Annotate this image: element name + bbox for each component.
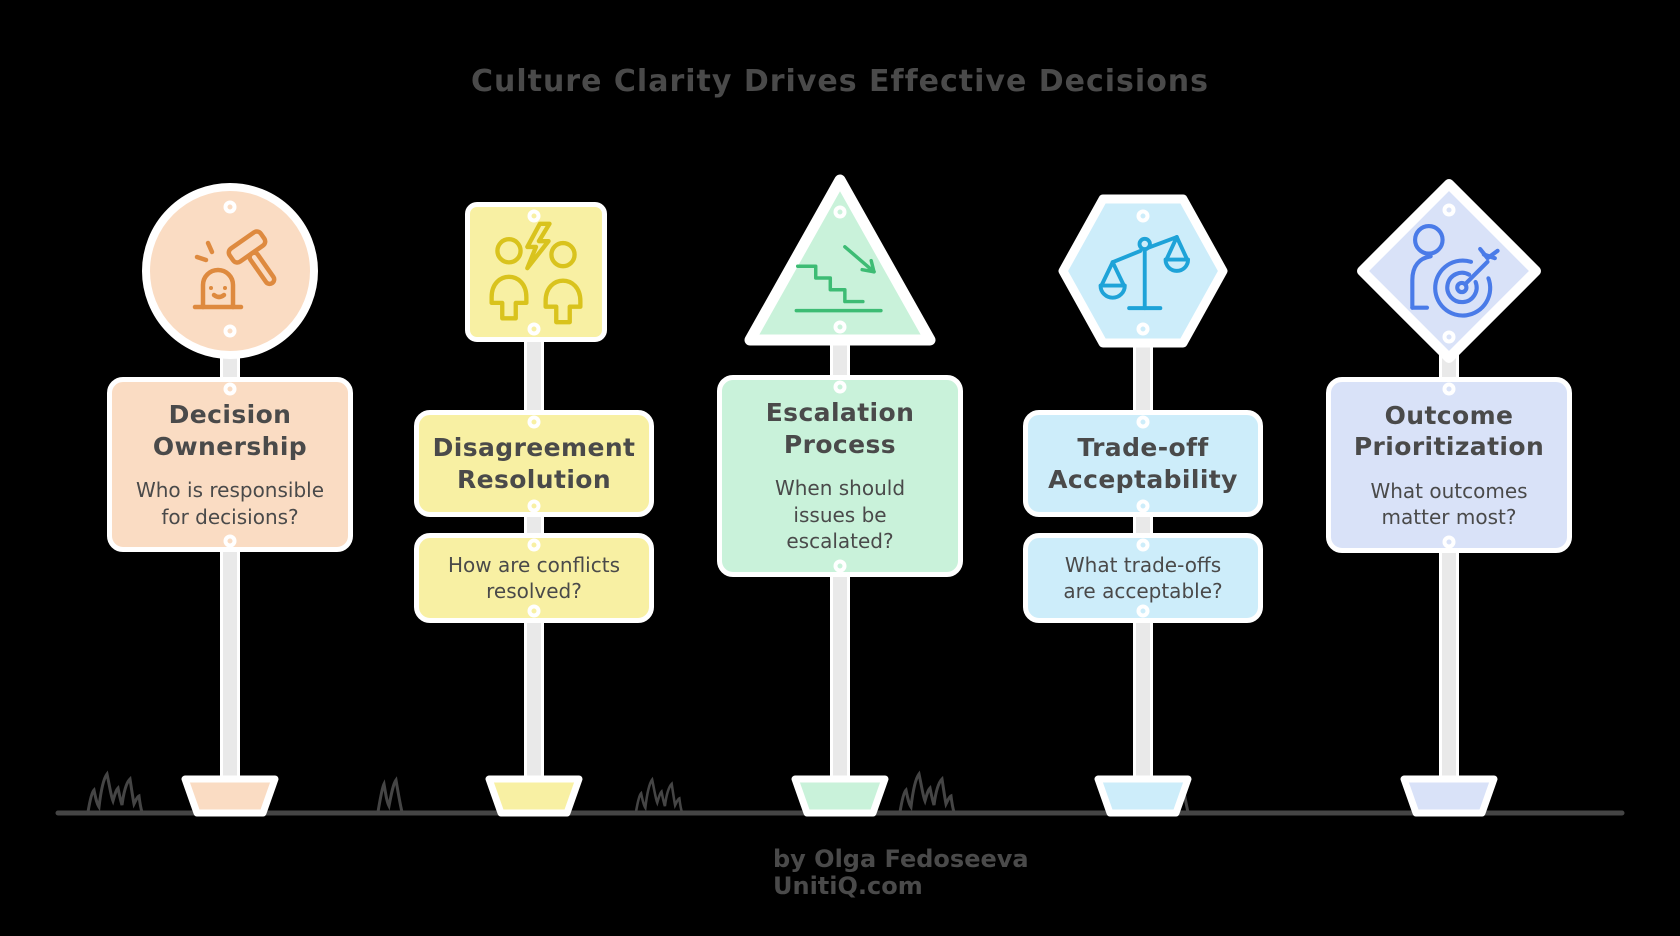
screw-icon (833, 320, 847, 334)
screw-icon (1442, 203, 1456, 217)
balance-scale-icon (1098, 235, 1191, 311)
sign-title: Decision Ownership (152, 400, 308, 461)
sign-title: Trade-off Acceptability (1048, 433, 1238, 494)
screw-icon (1136, 499, 1150, 513)
people-conflict-icon (489, 221, 583, 325)
sign-base (485, 775, 583, 817)
screw-icon (1442, 330, 1456, 344)
screw-icon (223, 534, 237, 548)
screw-icon (223, 382, 237, 396)
screw-icon (527, 415, 541, 429)
screw-icon (833, 205, 847, 219)
screw-icon (527, 538, 541, 552)
screw-icon (833, 380, 847, 394)
sign-question: How are conflicts resolved? (447, 552, 620, 603)
screw-icon (527, 499, 541, 513)
website: UnitiQ.com (773, 872, 923, 900)
sign-base (181, 775, 279, 817)
sign-shape-diamond (1357, 179, 1541, 363)
sign-question: When should issues be escalated? (774, 476, 906, 554)
person-target-icon (1410, 224, 1500, 318)
sign-title: Disagreement Resolution (432, 433, 636, 494)
screw-icon (527, 322, 541, 336)
screw-icon (833, 559, 847, 573)
sign-board: Decision Ownership Who is responsible fo… (107, 377, 353, 552)
screw-icon (527, 604, 541, 618)
sign-shape-triangle (744, 174, 936, 346)
screw-icon (1136, 209, 1150, 223)
gavel-decision-icon (192, 229, 277, 310)
screw-icon (223, 200, 237, 214)
sign-title: Escalation Process (765, 398, 915, 459)
sign-shape-square (465, 202, 607, 342)
sign-board: Outcome Prioritization What outcomes mat… (1326, 377, 1572, 553)
screw-icon (527, 209, 541, 223)
sign-board: How are conflicts resolved? (414, 533, 654, 623)
sign-question: What trade-offs are acceptable? (1063, 552, 1223, 603)
stairs-escalation-icon (794, 245, 883, 313)
sign-question: What outcomes matter most? (1370, 478, 1528, 529)
screw-icon (1442, 382, 1456, 396)
sign-title: Outcome Prioritization (1353, 400, 1545, 462)
infographic-title: Culture Clarity Drives Effective Decisio… (470, 64, 1210, 99)
sign-question: Who is responsible for decisions? (135, 478, 325, 529)
screw-icon (1136, 604, 1150, 618)
footer-credit: by Olga Fedoseeva UnitiQ.com (773, 846, 1029, 900)
screw-icon (1442, 535, 1456, 549)
screw-icon (1136, 415, 1150, 429)
screw-icon (1136, 322, 1150, 336)
sign-base (1400, 775, 1498, 817)
screw-icon (223, 324, 237, 338)
sign-base (1094, 775, 1192, 817)
sign-board: Escalation Process When should issues be… (717, 375, 963, 577)
grass-icon (86, 772, 1476, 814)
byline: by Olga Fedoseeva (773, 845, 1029, 873)
screw-icon (1136, 538, 1150, 552)
sign-base (791, 775, 889, 817)
